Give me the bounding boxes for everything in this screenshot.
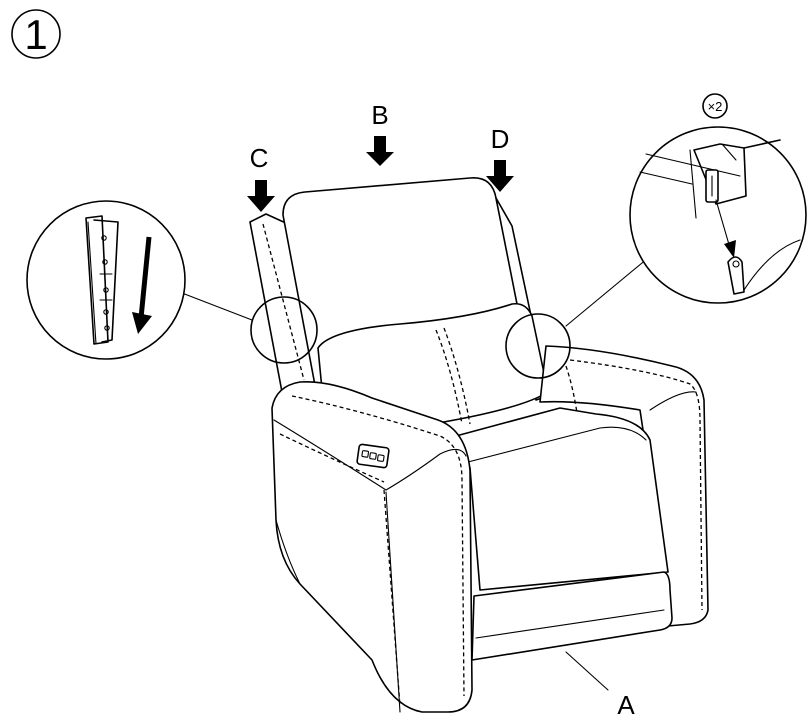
bracket-drawing <box>85 215 119 345</box>
label-a: A <box>617 690 635 719</box>
step-number-badge: 1 <box>11 9 61 59</box>
detail-left-bracket <box>26 200 318 364</box>
detail-circle-left <box>26 200 186 360</box>
label-b: B <box>371 100 388 130</box>
detail-circle-right <box>629 126 807 304</box>
recliner-chair <box>249 177 709 713</box>
quantity-label: ×2 <box>708 99 723 114</box>
zoom-circle-left <box>250 296 318 364</box>
step-number: 1 <box>24 11 47 58</box>
zoom-circle-right <box>505 313 571 379</box>
left-arm <box>271 381 473 713</box>
down-arrow-icon <box>247 180 275 212</box>
label-d: D <box>491 124 510 154</box>
down-arrow-icon <box>366 136 394 166</box>
connector-drawing <box>639 139 801 295</box>
label-c: C <box>250 143 269 173</box>
down-arrow-icon <box>132 236 152 334</box>
footrest-base-a <box>471 571 673 661</box>
circled-quantity-icon: ×2 <box>702 93 728 119</box>
detail-right-connector: ×2 <box>505 93 807 379</box>
power-button-panel-icon <box>356 443 390 469</box>
seat-cushion <box>455 407 669 591</box>
down-arrow-icon <box>486 160 514 192</box>
